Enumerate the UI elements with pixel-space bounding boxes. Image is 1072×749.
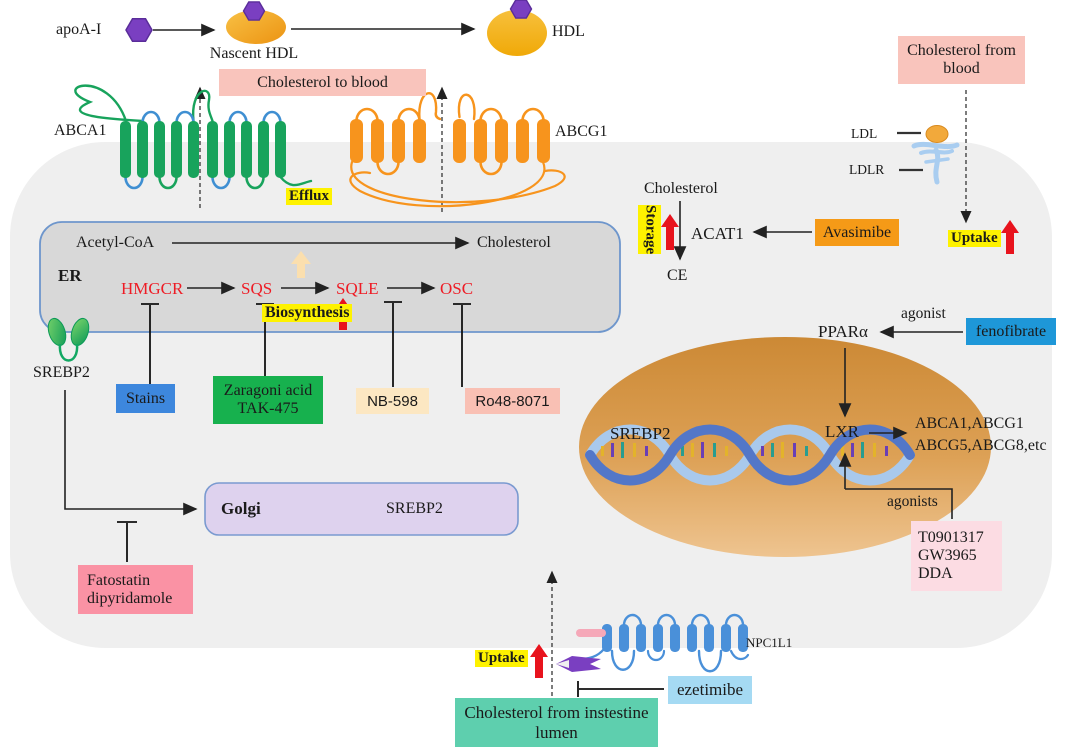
uptake-intestine-label: Uptake	[475, 650, 528, 668]
lxr-agonist-2: GW3965	[918, 547, 977, 564]
ce-label: CE	[667, 267, 688, 284]
membrane-anchor	[576, 629, 606, 637]
uptake-intestine-up-arrow	[530, 644, 548, 678]
lxr-targets-line2: ABCG5,ABCG8,etc	[915, 437, 1047, 454]
sqle-label: SQLE	[336, 279, 379, 298]
sterol-ligand	[556, 656, 601, 672]
uptake-blood-label: Uptake	[948, 230, 1001, 248]
cholesterol-to-blood-box: Cholesterol to blood	[219, 69, 426, 96]
abca1-label: ABCA1	[54, 122, 107, 139]
biosynthesis-label: Biosynthesis	[262, 304, 353, 323]
zaragoni-line2: TAK-475	[237, 400, 299, 417]
npc1l1-label: NPC1L1	[746, 635, 793, 650]
nb598-drug-box: NB-598	[356, 388, 429, 414]
ldl-particle	[925, 125, 949, 143]
stains-drug-box: Stains	[116, 384, 175, 413]
stains-label: Stains	[125, 389, 166, 407]
apoa1-label: apoA-I	[56, 21, 102, 38]
fatostatin-drug-box: Fatostatin dipyridamole	[78, 565, 193, 614]
fenofibrate-drug-box: fenofibrate	[966, 318, 1056, 345]
acetyl-coa-label: Acetyl-CoA	[76, 234, 155, 251]
srebp2-nucleus-label: SREBP2	[610, 424, 671, 443]
lxr-agonist-3: DDA	[918, 565, 953, 582]
ezetimibe-drug-box: ezetimibe	[668, 676, 752, 704]
nucleus	[579, 337, 991, 557]
avasimibe-label: Avasimibe	[822, 223, 892, 241]
uptake-blood-up-arrow	[1001, 220, 1019, 254]
fenofibrate-label: fenofibrate	[975, 322, 1047, 340]
dna-helix	[585, 424, 915, 486]
inhibition-lines	[141, 301, 471, 387]
golgi-label: Golgi	[221, 499, 261, 518]
ldlr-label: LDLR	[849, 162, 885, 177]
nb598-label: NB-598	[367, 392, 418, 410]
ro48-label: Ro48-8071	[475, 392, 550, 410]
lxr-agonists-box: T0901317 GW3965 DDA	[911, 521, 1002, 591]
avasimibe-drug-box: Avasimibe	[815, 219, 899, 246]
storage-label: Storage	[638, 205, 662, 255]
npc1l1-transporter	[556, 613, 750, 673]
er-label: ER	[58, 266, 82, 285]
zaragoni-line1: Zaragoni acid	[223, 382, 313, 399]
apoa1-particle	[125, 17, 153, 43]
lxr-label: LXR	[825, 422, 859, 441]
srebp2-er-label: SREBP2	[33, 364, 90, 381]
ldlr-receptor	[911, 141, 960, 185]
storage-up-arrow	[661, 214, 679, 250]
efflux-label: Efflux	[286, 188, 333, 206]
cfi-line2: lumen	[535, 722, 578, 742]
ezetimibe-label: ezetimibe	[676, 680, 744, 699]
er-compartment	[39, 221, 621, 333]
fatostatin-line2: dipyridamole	[87, 589, 173, 607]
abcg1-transporter	[349, 91, 566, 208]
agonist-label: agonist	[901, 305, 946, 322]
osc-label: OSC	[440, 279, 474, 298]
acat1-label: ACAT1	[691, 224, 744, 243]
agonists-label: agonists	[887, 493, 938, 510]
hdl-particle	[487, 0, 547, 56]
nascent-hdl-particle	[226, 1, 286, 44]
srebp2-protein	[47, 317, 90, 362]
abcg1-label: ABCG1	[555, 123, 608, 140]
hdl-label: HDL	[552, 23, 585, 40]
cholesterol-from-blood-box: Cholesterol from blood	[898, 36, 1025, 84]
cfi-line1: Cholesterol from instestine	[464, 702, 649, 722]
hmgcr-label: HMGCR	[121, 279, 184, 298]
abca1-transporter	[74, 84, 313, 190]
cholesterol-to-blood-label: Cholesterol to blood	[257, 73, 388, 91]
ro48-drug-box: Ro48-8071	[465, 388, 560, 414]
cholesterol-from-intestine-box: Cholesterol from instestine lumen	[455, 698, 658, 747]
nascent-hdl-label: Nascent HDL	[209, 45, 299, 62]
golgi-srebp2-label: SREBP2	[386, 500, 443, 517]
lxr-targets-line1: ABCA1,ABCG1	[915, 415, 1024, 432]
cfb-line1: Cholesterol from	[907, 42, 1016, 59]
golgi-compartment	[204, 482, 519, 536]
lxr-agonist-1: T0901317	[918, 529, 984, 546]
cfb-line2: blood	[943, 60, 980, 77]
ppara-label: PPARα	[818, 322, 868, 341]
storage-cholesterol-label: Cholesterol	[644, 180, 718, 197]
fatostatin-line1: Fatostatin	[87, 571, 151, 589]
sqs-label: SQS	[241, 279, 273, 298]
biosynthesis-up-arrow-soft	[291, 251, 311, 278]
er-cholesterol-label: Cholesterol	[477, 234, 551, 251]
ldl-label: LDL	[851, 126, 878, 141]
zaragoni-drug-box: Zaragoni acid TAK-475	[213, 376, 323, 424]
